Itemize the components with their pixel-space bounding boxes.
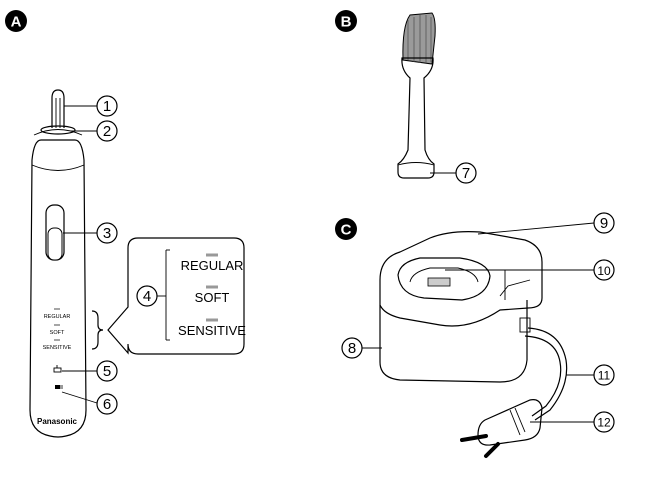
- svg-text:11: 11: [598, 369, 611, 383]
- mode-sensitive: SENSITIVE: [178, 318, 246, 338]
- power-cord: [527, 327, 568, 421]
- charger-base: [379, 300, 528, 383]
- section-c-marker: C: [335, 218, 357, 240]
- callout-12: 12: [593, 411, 615, 433]
- callout-6: 6: [96, 393, 118, 415]
- callout-1: 1: [96, 95, 118, 117]
- svg-text:7: 7: [462, 165, 470, 182]
- mode-detail-box: [107, 237, 245, 355]
- svg-text:10: 10: [597, 264, 611, 278]
- mode-regular: REGULAR: [181, 253, 244, 273]
- charger-cover: [379, 231, 543, 327]
- handle-body: [29, 139, 87, 438]
- mode-soft: SOFT: [195, 285, 230, 305]
- handle-sensitive-label: SENSITIVE: [43, 345, 72, 351]
- callout-7: 7: [455, 162, 477, 184]
- handle-regular-label: REGULAR: [44, 314, 71, 320]
- section-c-label: C: [341, 222, 352, 239]
- drive-shaft: [51, 89, 65, 128]
- svg-text:9: 9: [600, 215, 608, 232]
- svg-text:5: 5: [103, 363, 111, 380]
- mode-brace: [91, 310, 104, 350]
- toothbrush-handle: REGULAR SOFT SENSITIVE Panasonic: [29, 89, 87, 438]
- callout-11: 11: [593, 364, 615, 386]
- section-b-label: B: [341, 14, 352, 31]
- power-plug: [460, 399, 543, 458]
- callout-5: 5: [96, 360, 118, 382]
- svg-text:8: 8: [348, 340, 356, 357]
- callout-3: 3: [96, 222, 118, 244]
- shaft-cap: [40, 125, 76, 135]
- callout-2: 2: [96, 120, 118, 142]
- charger-slot: [397, 257, 491, 301]
- charge-indicator-icon: [55, 385, 63, 389]
- battery-indicator-icon: [53, 365, 62, 373]
- mode-regular-label: REGULAR: [181, 258, 244, 273]
- handle-soft-label: SOFT: [50, 330, 65, 336]
- brand-logo: Panasonic: [37, 417, 78, 426]
- svg-text:2: 2: [103, 123, 111, 140]
- section-a-label: A: [11, 14, 22, 31]
- svg-text:6: 6: [103, 396, 111, 413]
- power-cord-inner: [524, 335, 562, 417]
- bristles: [402, 12, 436, 65]
- mode-sensitive-label: SENSITIVE: [178, 323, 246, 338]
- charger: [379, 231, 543, 383]
- callout-9: 9: [593, 212, 615, 234]
- section-a-marker: A: [5, 10, 27, 32]
- svg-text:12: 12: [597, 416, 611, 430]
- plug-pin-left: [460, 434, 488, 442]
- callout-10: 10: [593, 259, 615, 281]
- brush-head: [397, 12, 436, 179]
- svg-text:4: 4: [143, 288, 151, 305]
- mode-soft-label: SOFT: [195, 290, 230, 305]
- callout-8: 8: [341, 337, 363, 359]
- plug-pin-right: [484, 442, 500, 458]
- section-b-marker: B: [335, 10, 357, 32]
- svg-text:3: 3: [103, 225, 111, 242]
- svg-text:1: 1: [103, 98, 111, 115]
- callout-4: 4: [136, 285, 158, 307]
